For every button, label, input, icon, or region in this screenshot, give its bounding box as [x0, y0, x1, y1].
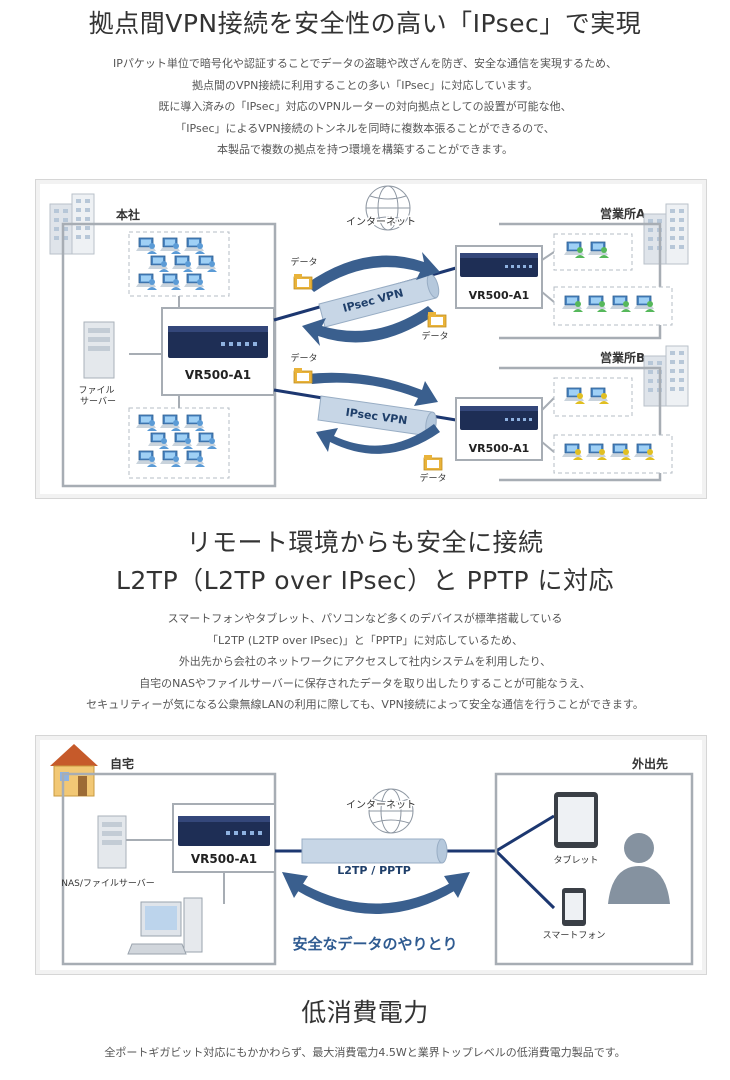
section2-description: スマートフォンやタブレット、パソコンなど多くのデバイスが標準搭載している 「L2…	[0, 608, 730, 716]
section2-line: 「L2TP (L2TP over IPsec)」と「PPTP」に対応しているため…	[206, 633, 524, 647]
branch-a-label: 営業所A	[600, 206, 646, 221]
data-label: データ	[290, 352, 317, 364]
section3-title: 低消費電力	[301, 998, 429, 1027]
data-folder-icon	[293, 367, 313, 384]
tablet-label: タブレット	[553, 854, 598, 866]
data-folder-icon	[293, 273, 313, 290]
internet-globe-icon	[365, 185, 411, 231]
branch-a-router-icon	[460, 253, 538, 277]
data-flow-arrows	[302, 252, 440, 454]
data-label: データ	[419, 472, 446, 484]
nas-label: NAS/ファイルサーバー	[61, 878, 155, 889]
branch-a-building-icon	[643, 203, 689, 265]
data-label: データ	[421, 330, 448, 342]
section2-line: スマートフォンやタブレット、パソコンなど多くのデバイスが標準搭載している	[167, 612, 563, 625]
section2-title-line2: L2TP（L2TP over IPsec）と PPTP に対応	[115, 566, 615, 595]
smartphone-label: スマートフォン	[543, 931, 606, 941]
section1-line: IPパケット単位で暗号化や認証することでデータの盗聴や改ざんを防ぎ、安全な通信を…	[113, 57, 617, 70]
section2-title-line1: リモート環境からも安全に接続	[186, 528, 544, 557]
section1-line: 拠点間のVPN接続に利用することの多い「IPsec」に対応しています。	[191, 78, 539, 92]
house-icon	[50, 744, 98, 797]
l2tp-tunnel	[301, 838, 448, 864]
tunnel-label: L2TP / PPTP	[337, 864, 411, 877]
outside-label: 外出先	[632, 756, 668, 771]
home-router-icon	[178, 816, 270, 846]
section2-line: 自宅のNASやファイルサーバーに保存されたデータを取り出したりすることが可能なう…	[139, 676, 591, 690]
branch-b-building-icon	[643, 345, 689, 407]
section1-line: 「IPsec」によるVPN接続のトンネルを同時に複数本張ることができるので、	[175, 121, 555, 135]
branch-a-frame	[499, 222, 662, 340]
branch-b-label: 営業所B	[600, 350, 645, 365]
file-server-label-line: サーバー	[80, 396, 116, 407]
person-icon	[608, 833, 670, 904]
desktop-pc-icon	[127, 897, 203, 955]
internet-label: インターネット	[346, 799, 416, 811]
outside-frame	[494, 772, 694, 966]
branch-a-router-label: VR500-A1	[469, 289, 530, 302]
internet-globe-icon	[368, 788, 414, 834]
tablet-icon	[554, 792, 598, 848]
smartphone-icon	[562, 888, 586, 926]
section1-description: IPパケット単位で暗号化や認証することでデータの盗聴や改ざんを防ぎ、安全な通信を…	[0, 53, 730, 161]
section2-line: 外出先から会社のネットワークにアクセスして社内システムを利用したり、	[178, 655, 552, 668]
section1-title: 拠点間VPN接続を安全性の高い「IPsec」で実現	[88, 9, 642, 38]
main-router-icon	[168, 326, 268, 358]
exchange-arrow-icon	[282, 872, 470, 914]
home-label: 自宅	[110, 756, 134, 771]
data-folder-icon	[427, 311, 447, 328]
nas-server-icon	[97, 815, 127, 869]
main-router-label: VR500-A1	[185, 368, 251, 382]
file-server-label-line: ファイル	[79, 386, 115, 396]
hq-label: 本社	[116, 207, 140, 222]
exchange-label: 安全なデータのやりとり	[292, 935, 457, 953]
data-label: データ	[290, 256, 317, 268]
internet-label: インターネット	[346, 216, 416, 228]
branch-b-router-label: VR500-A1	[469, 442, 530, 455]
section1-line: 既に導入済みの「IPsec」対応のVPNルーターの対向拠点としての設置が可能な他…	[158, 100, 572, 113]
section3-description: 全ポートギガビット対応にもかかわらず、最大消費電力4.5Wと業界トップレベルの低…	[104, 1046, 626, 1059]
ipsec-diagram: 本社 ファイル サーバー VR500-A1	[35, 179, 707, 499]
branch-b-router-icon	[460, 406, 538, 430]
file-server-icon	[83, 321, 115, 379]
section2-line: セキュリティーが気になる公衆無線LANの利用に際しても、VPN接続によって安全な…	[86, 698, 644, 711]
branch-b-frame	[499, 366, 662, 482]
remote-access-diagram: 自宅 VR500-A1 NAS/ファイルサーバー インターネット L2TP / …	[35, 735, 707, 975]
data-folder-icon	[423, 454, 443, 471]
section1-line: 本製品で複数の拠点を持つ環境を構築することができます。	[217, 143, 513, 156]
file-server-label: ファイル サーバー	[79, 386, 118, 407]
home-router-label: VR500-A1	[191, 852, 257, 866]
